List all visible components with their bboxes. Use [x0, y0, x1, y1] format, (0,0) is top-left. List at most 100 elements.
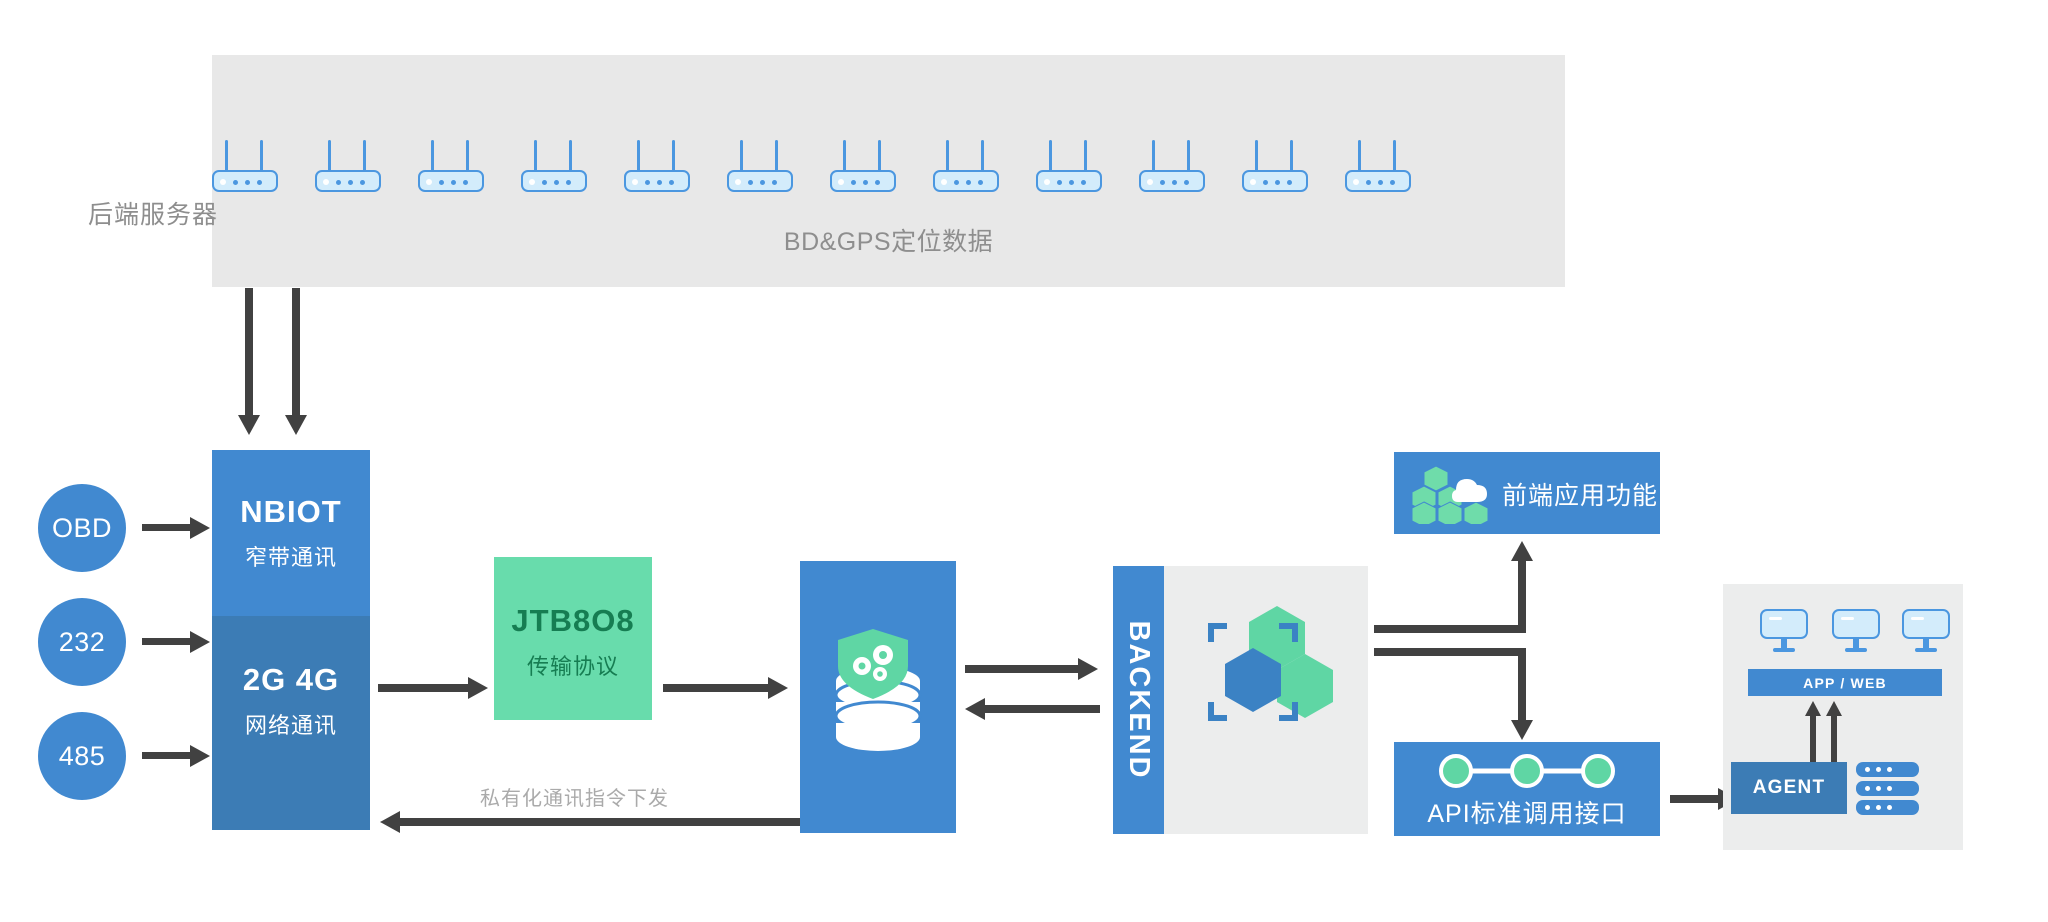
monitor-screen — [1902, 609, 1950, 639]
router-dot — [954, 180, 959, 185]
router-dot — [657, 180, 662, 185]
input-node-485[interactable]: 485 — [38, 712, 126, 800]
router-icon — [830, 140, 896, 192]
agent-label: AGENT — [1752, 777, 1826, 798]
monitor-base — [1773, 648, 1795, 652]
router-dot — [439, 180, 444, 185]
input-node-232[interactable]: 232 — [38, 598, 126, 686]
router-body — [1242, 170, 1308, 192]
frontend-label: 前端应用功能 — [1502, 482, 1659, 510]
database-module[interactable] — [800, 561, 956, 833]
backend-bar — [1113, 566, 1164, 834]
antenna-left — [1255, 140, 1258, 172]
protocol-subtitle: 传输协议 — [526, 654, 619, 679]
frontend-module[interactable]: 前端应用功能 — [1394, 452, 1660, 534]
monitor-icon — [1902, 609, 1950, 655]
antenna-right — [981, 140, 984, 172]
antenna-right — [569, 140, 572, 172]
router-icon — [727, 140, 793, 192]
router-led — [529, 179, 535, 185]
network-subtitle: 网络通讯 — [244, 713, 337, 738]
antenna-left — [431, 140, 434, 172]
monitor-neck — [1853, 639, 1859, 649]
antenna-left — [225, 140, 228, 172]
antenna-left — [946, 140, 949, 172]
antenna-right — [775, 140, 778, 172]
nbiot-title: NBIOT — [240, 494, 342, 529]
rack-dot — [1876, 767, 1881, 772]
nbiot-network-section[interactable]: 2G 4G 网络通讯 — [212, 616, 370, 830]
monitor-screen — [1760, 609, 1808, 639]
router-dot — [566, 180, 571, 185]
router-body — [315, 170, 381, 192]
router-body — [624, 170, 690, 192]
router-dot — [451, 180, 456, 185]
antenna-right — [466, 140, 469, 172]
backend-module[interactable]: BACKEND — [1113, 566, 1368, 834]
router-led — [941, 179, 947, 185]
nbiot-narrowband-section[interactable]: NBIOT 窄带通讯 — [212, 450, 370, 616]
router-dot — [542, 180, 547, 185]
input-node-obd[interactable]: OBD — [38, 484, 126, 572]
antenna-left — [1049, 140, 1052, 172]
rack-dot — [1865, 767, 1870, 772]
rack-dot — [1887, 805, 1892, 810]
router-icon — [933, 140, 999, 192]
antenna-right — [878, 140, 881, 172]
monitor-glare — [1841, 617, 1854, 620]
app-web-label: APP / WEB — [1803, 674, 1887, 691]
router-dot — [1160, 180, 1165, 185]
monitor-icon — [1760, 609, 1808, 655]
backend-panel-label: 后端服务器 — [87, 201, 218, 229]
antenna-left — [740, 140, 743, 172]
antenna-right — [363, 140, 366, 172]
router-dot — [1275, 180, 1280, 185]
antenna-right — [1290, 140, 1293, 172]
nodes-chain-icon — [1434, 754, 1620, 788]
app-web-bar[interactable]: APP / WEB — [1748, 669, 1942, 696]
router-led — [1250, 179, 1256, 185]
router-dot — [851, 180, 856, 185]
cloud-cubes-icon — [1410, 464, 1496, 528]
antenna-left — [843, 140, 846, 172]
agent-box[interactable]: AGENT — [1731, 762, 1847, 814]
rack-dot — [1887, 786, 1892, 791]
router-dot — [233, 180, 238, 185]
cloud-cubes-svg — [1411, 465, 1489, 528]
protocol-module[interactable]: JTB8O8 传输协议 — [494, 557, 652, 720]
router-led — [323, 179, 329, 185]
database-shield-svg — [834, 629, 922, 751]
router-dot — [669, 180, 674, 185]
rack-dot — [1887, 767, 1892, 772]
router-body — [418, 170, 484, 192]
router-dot — [348, 180, 353, 185]
client-panel: APP / WEB AGENT — [1723, 584, 1963, 850]
router-dot — [1057, 180, 1062, 185]
router-dot — [875, 180, 880, 185]
antenna-left — [637, 140, 640, 172]
nbiot-module[interactable]: NBIOT 窄带通讯 2G 4G 网络通讯 — [212, 450, 370, 830]
monitor-icon — [1832, 609, 1880, 655]
backend-bar-label: BACKEND — [1123, 620, 1155, 780]
nbiot-subtitle: 窄带通讯 — [244, 545, 337, 570]
rack-dot — [1865, 786, 1870, 791]
api-module[interactable]: API标准调用接口 — [1394, 742, 1660, 836]
monitor-glare — [1911, 617, 1924, 620]
router-led — [1147, 179, 1153, 185]
hexagon-cluster-icon — [1193, 596, 1343, 746]
server-rack-icon — [1856, 781, 1919, 796]
antenna-left — [534, 140, 537, 172]
antenna-right — [260, 140, 263, 172]
router-icon — [315, 140, 381, 192]
router-dot — [760, 180, 765, 185]
router-icon — [1345, 140, 1411, 192]
server-rack-icon — [1856, 800, 1919, 815]
router-body — [933, 170, 999, 192]
monitor-base — [1845, 648, 1867, 652]
router-led — [426, 179, 432, 185]
router-icon — [624, 140, 690, 192]
router-body — [1036, 170, 1102, 192]
router-led — [838, 179, 844, 185]
router-dot — [336, 180, 341, 185]
